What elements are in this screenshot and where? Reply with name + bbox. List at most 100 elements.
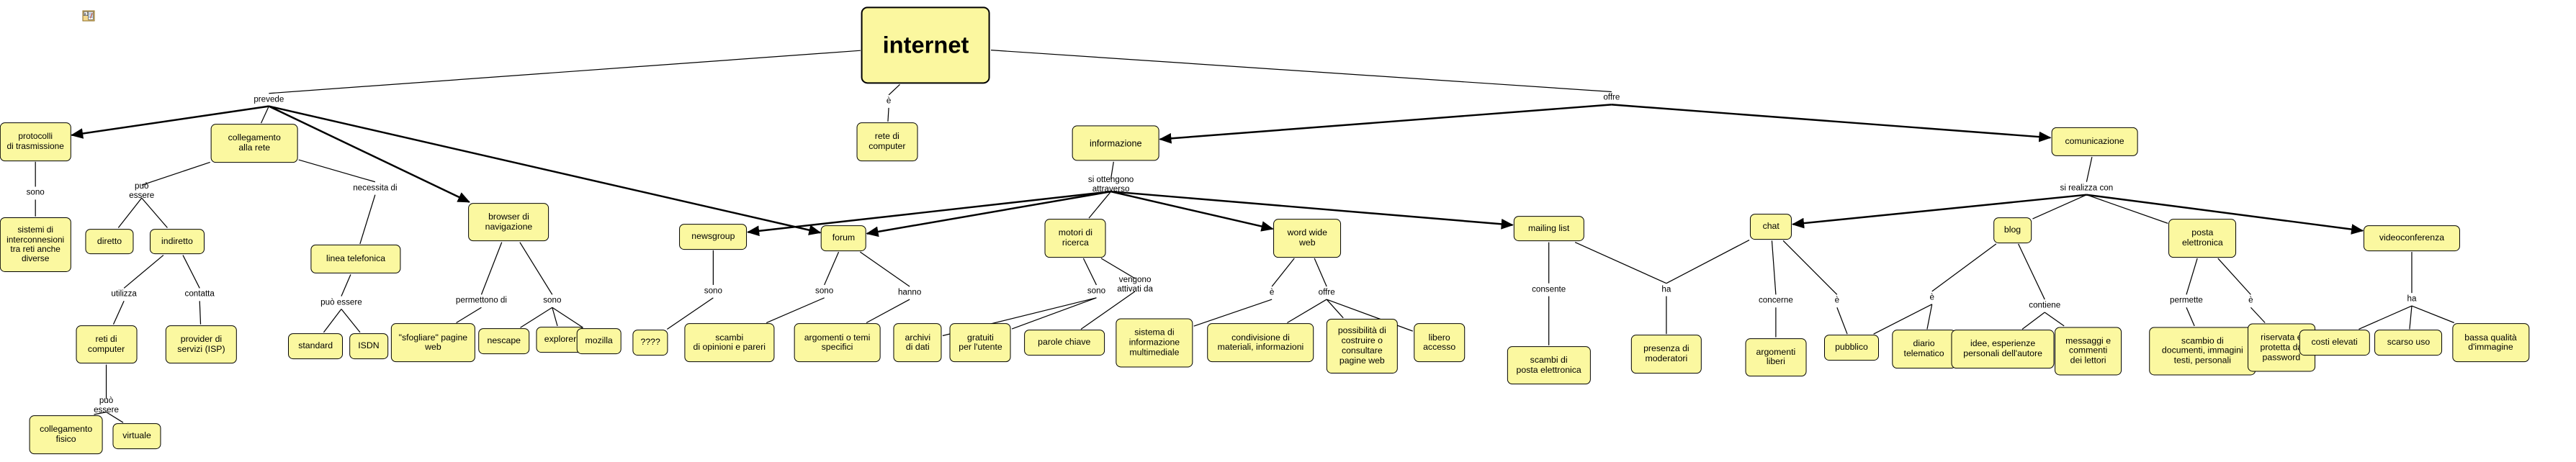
concept-node-qqqq[interactable]: ???? <box>632 330 668 356</box>
concept-node-idee[interactable]: idee, esperienze personali dell'autore <box>1951 330 2055 369</box>
concept-node-diretto[interactable]: diretto <box>85 228 134 255</box>
concept-node-scambiodoc[interactable]: scambio di documenti, immagini testi, pe… <box>2149 327 2256 376</box>
concept-node-pubblico[interactable]: pubblico <box>1823 335 1879 361</box>
concept-node-argomenti[interactable]: argomenti o temi specifici <box>794 323 881 363</box>
concept-node-mailinglist[interactable]: mailing list <box>1513 215 1584 242</box>
concept-node-gratuiti[interactable]: gratuiti per l'utente <box>950 323 1011 363</box>
concept-node-presenza[interactable]: presenza di moderatori <box>1630 335 1702 373</box>
link-label-e1: è <box>886 96 892 106</box>
concept-node-posta[interactable]: posta elettronica <box>2168 219 2237 258</box>
edge-collegamento-necessitadi <box>298 159 376 183</box>
edge-sono2-explorer <box>552 307 558 327</box>
link-label-ha1: ha <box>1661 284 1671 294</box>
link-label-necessitadi: necessita di <box>353 183 398 193</box>
concept-node-mozilla[interactable]: mozilla <box>576 328 621 355</box>
edge-blog-e4 <box>1931 243 1997 292</box>
concept-node-costi[interactable]: costi elevati <box>2299 330 2370 356</box>
link-label-contatta: contatta <box>184 289 215 299</box>
edge-ha2-costi <box>2359 305 2413 330</box>
link-label-e3: è <box>1834 295 1840 305</box>
edge-contiene-messaggi <box>2044 312 2065 327</box>
concept-node-collegamento[interactable]: collegamento alla rete <box>210 124 298 163</box>
link-label-permettonodi: permettono di <box>455 295 507 305</box>
concept-node-possibilita[interactable]: possibilità di costruire o consultare pa… <box>1327 318 1398 373</box>
concept-node-argliberi[interactable]: argomenti liberi <box>1745 338 1807 377</box>
edge-ha2-bassa <box>2411 305 2455 324</box>
link-label-prevede: prevede <box>253 94 284 104</box>
concept-node-motori[interactable]: motori di ricerca <box>1044 219 1106 258</box>
concept-node-chat[interactable]: chat <box>1750 214 1792 240</box>
concept-node-linea[interactable]: linea telefonica <box>310 245 401 274</box>
concept-node-provider[interactable]: provider di servizi (ISP) <box>166 325 237 364</box>
link-label-offre1: offre <box>1603 93 1620 103</box>
concept-node-virtuale[interactable]: virtuale <box>112 423 161 450</box>
link-label-sono2: sono <box>543 295 562 305</box>
concept-node-isdn[interactable]: ISDN <box>349 333 388 359</box>
edge-sono2-mozilla <box>552 307 583 328</box>
concept-node-messaggi[interactable]: messaggi e commenti dei lettori <box>2054 327 2122 376</box>
edge-internet-prevede <box>269 50 861 94</box>
concept-node-retecomputer[interactable]: rete di computer <box>856 122 918 161</box>
edge-chat-concerne <box>1771 240 1777 295</box>
concept-node-forum[interactable]: forum <box>821 225 866 251</box>
concept-node-parole[interactable]: parole chiave <box>1023 330 1105 356</box>
concept-node-standard[interactable]: standard <box>288 333 344 359</box>
link-label-sono4: sono <box>815 286 834 296</box>
concept-node-archivi[interactable]: archivi di dati <box>893 323 942 363</box>
concept-node-comunicazione[interactable]: comunicazione <box>2051 127 2138 156</box>
link-label-sirealizza: si realizza con <box>2060 183 2114 193</box>
edge-puoessere1-diretto <box>117 197 143 228</box>
concept-node-nescape[interactable]: nescape <box>477 328 530 355</box>
concept-node-blog[interactable]: blog <box>1993 217 2032 243</box>
concept-node-scambiposta[interactable]: scambi di posta elettronica <box>1507 345 1591 385</box>
edge-sirealizza-posta <box>2086 194 2168 224</box>
concept-node-sistemi[interactable]: sistemi di interconnesioni tra reti anch… <box>0 217 71 273</box>
concept-node-diario[interactable]: diario telematico <box>1891 330 1957 369</box>
edge-puoessere3-standard <box>323 309 342 333</box>
concept-node-sfogliare[interactable]: "sfogliare" pagine web <box>391 323 475 363</box>
note-annotation-icon: a <box>82 10 95 22</box>
concept-node-newsgroup[interactable]: newsgroup <box>679 223 748 250</box>
edge-forum-hanno <box>860 251 910 287</box>
edge-contiene-idee <box>2021 312 2045 330</box>
link-label-concerne: concerne <box>1758 295 1793 305</box>
edge-browser-sono2 <box>519 242 553 295</box>
edge-puoessere3-isdn <box>341 309 361 333</box>
edge-sirealizza-blog <box>2032 194 2087 219</box>
concept-node-scambiop[interactable]: scambi di opinioni e pareri <box>684 323 775 363</box>
edge-offre1-comunicazione <box>1611 104 2052 142</box>
edge-motori-sono5 <box>1082 258 1098 286</box>
concept-node-bassa[interactable]: bassa qualità d'immagine <box>2451 323 2530 363</box>
link-label-siottengono: si ottengono attraverso <box>1087 175 1134 194</box>
edge-prevede-collegamento <box>260 106 269 124</box>
concept-node-condivisione[interactable]: condivisione di materiali, informazioni <box>1207 323 1314 363</box>
edge-linea-puoessere3 <box>341 274 351 296</box>
concept-node-informazione[interactable]: informazione <box>1072 125 1159 161</box>
edge-forum-sono4 <box>824 251 840 286</box>
edge-chat-e3 <box>1782 240 1838 295</box>
edge-browser-permettonodi <box>480 242 503 295</box>
concept-node-browser[interactable]: browser di navigazione <box>468 202 549 242</box>
link-label-e5: è <box>2248 295 2253 305</box>
concept-node-sistemainfo[interactable]: sistema di informazione multimediale <box>1116 318 1193 367</box>
concept-node-wordwide[interactable]: word wide web <box>1273 219 1342 258</box>
edge-internet-offre1 <box>990 50 1612 93</box>
concept-node-explorer[interactable]: explorer <box>536 327 585 353</box>
concept-node-collegfisico[interactable]: collegamento fisico <box>29 415 104 454</box>
concept-node-riservata[interactable]: riservata e protetta da password <box>2247 323 2315 372</box>
concept-node-scarso[interactable]: scarso uso <box>2374 330 2443 356</box>
edge-e4-diario <box>1926 304 1933 330</box>
edge-indiretto-utilizza <box>123 255 164 289</box>
concept-node-videoconferenza[interactable]: videoconferenza <box>2363 225 2461 251</box>
concept-node-protocolli[interactable]: protocolli di trasmissione <box>0 122 71 161</box>
link-label-ha2: ha <box>2407 294 2417 304</box>
concept-node-reti[interactable]: reti di computer <box>76 325 138 364</box>
concept-node-internet[interactable]: internet <box>861 6 990 84</box>
concept-node-libero[interactable]: libero accesso <box>1413 323 1466 363</box>
concept-node-indiretto[interactable]: indiretto <box>149 228 205 255</box>
link-label-hanno: hanno <box>897 287 922 297</box>
svg-text:a: a <box>84 12 86 17</box>
link-label-permette: permette <box>2170 295 2203 305</box>
edge-contatta-provider <box>199 301 202 325</box>
link-label-sono3: sono <box>704 286 722 296</box>
